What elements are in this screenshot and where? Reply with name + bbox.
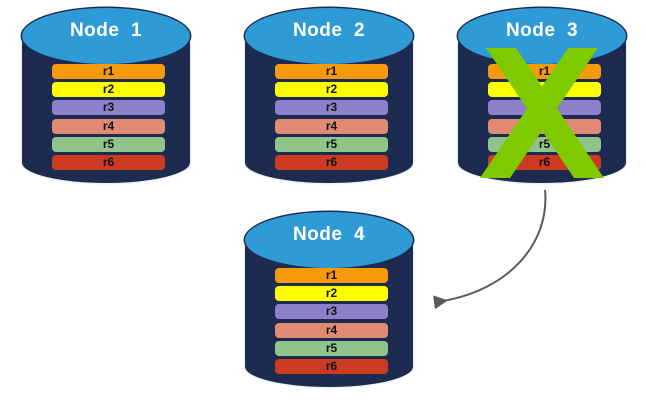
cylinder-top bbox=[245, 212, 413, 268]
cylinder-top bbox=[245, 8, 413, 64]
table-row: r4 bbox=[488, 118, 601, 134]
node-4[interactable]: Node 4 r1 r2 r3 r4 r5 r6 bbox=[245, 212, 413, 387]
table-row: r3 bbox=[275, 304, 388, 320]
table-row: r1 bbox=[275, 268, 388, 283]
table-row: r3 bbox=[275, 100, 388, 116]
table-row: r5 bbox=[52, 136, 165, 152]
row-list: r1 r2 r3 r4 r5 r6 bbox=[488, 64, 601, 173]
replication-arrow bbox=[433, 189, 547, 310]
table-row: r1 bbox=[488, 64, 601, 79]
table-row: r6 bbox=[275, 154, 388, 170]
table-row: r1 bbox=[52, 64, 165, 79]
node-label: Node 3 bbox=[505, 20, 579, 41]
table-row: r6 bbox=[52, 154, 165, 170]
table-row: r2 bbox=[488, 82, 601, 98]
node-2[interactable]: Node 2 r1 r2 r3 r4 r5 r6 bbox=[245, 8, 413, 183]
row-list: r1 r2 r3 r4 r5 r6 bbox=[52, 64, 165, 173]
table-row: r4 bbox=[52, 118, 165, 134]
table-row: r3 bbox=[488, 100, 601, 116]
table-row: r4 bbox=[275, 322, 388, 338]
table-row: r4 bbox=[275, 118, 388, 134]
node-1[interactable]: Node 1 r1 r2 r3 r4 r5 r6 bbox=[22, 8, 190, 183]
table-row: r2 bbox=[275, 82, 388, 98]
row-list: r1 r2 r3 r4 r5 r6 bbox=[275, 268, 388, 377]
table-row: r2 bbox=[52, 82, 165, 98]
table-row: r5 bbox=[488, 136, 601, 152]
table-row: r1 bbox=[275, 64, 388, 79]
cylinder-top bbox=[22, 8, 190, 64]
table-row: r6 bbox=[275, 358, 388, 374]
table-row: r3 bbox=[52, 100, 165, 116]
row-list: r1 r2 r3 r4 r5 r6 bbox=[275, 64, 388, 173]
table-row: r6 bbox=[488, 154, 601, 170]
table-row: r5 bbox=[275, 136, 388, 152]
node-label: Node 4 bbox=[292, 224, 366, 245]
table-row: r5 bbox=[275, 340, 388, 356]
table-row: r2 bbox=[275, 286, 388, 302]
node-label: Node 1 bbox=[69, 20, 143, 41]
node-3[interactable]: Node 3 r1 r2 r3 r4 r5 r6 bbox=[458, 8, 626, 183]
node-label: Node 2 bbox=[292, 20, 366, 41]
